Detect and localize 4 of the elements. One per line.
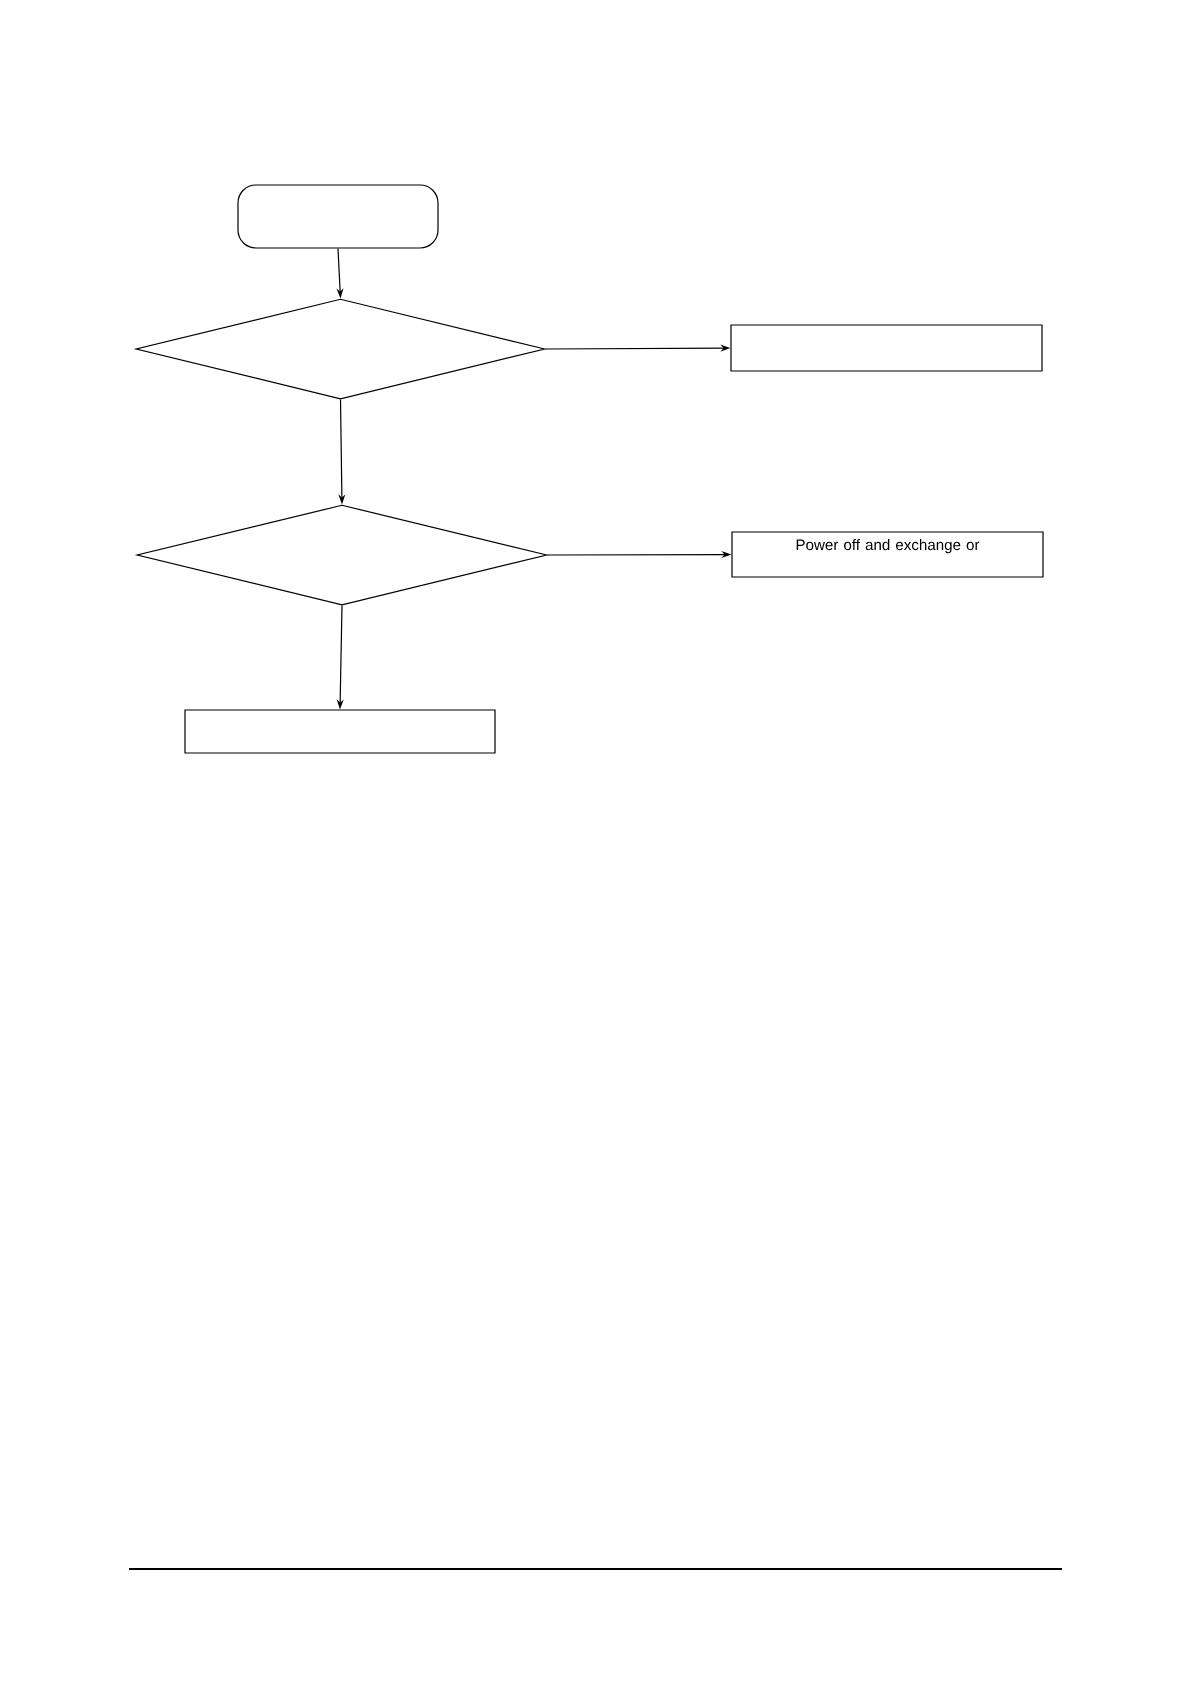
start-box	[237, 184, 439, 249]
process-box	[730, 324, 1043, 372]
process-box: Power off and exchange or	[731, 531, 1044, 578]
process-box	[184, 709, 496, 754]
